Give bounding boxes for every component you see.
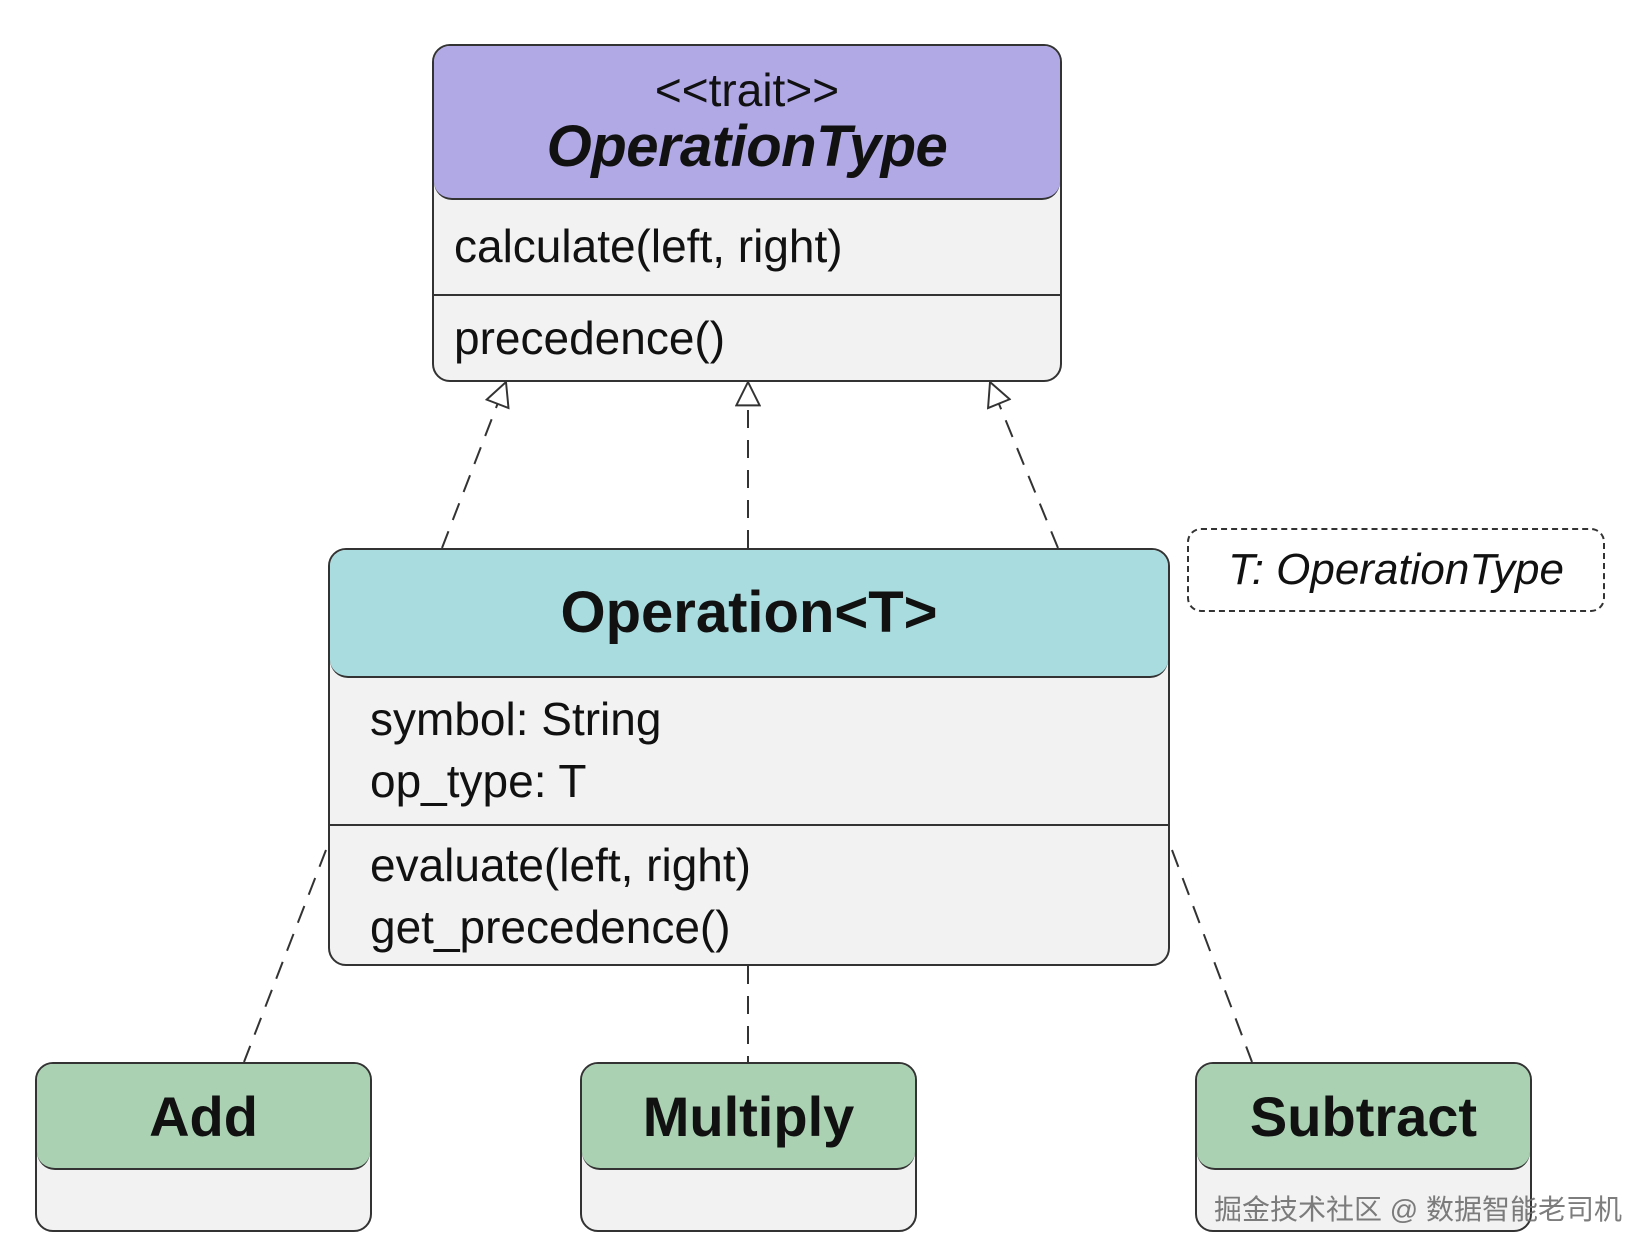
method-calculate: calculate(left, right) (454, 220, 843, 272)
add-class: Add (35, 1062, 372, 1232)
multiply-header: Multiply (582, 1064, 915, 1170)
operation-type-method-calculate: calculate(left, right) (434, 200, 1060, 294)
method-evaluate: evaluate(left, right) (370, 839, 751, 891)
operation-attributes: symbol: String op_type: T (330, 678, 1168, 824)
operation-type-class: <<trait>> OperationType calculate(left, … (432, 44, 1062, 382)
operation-methods: evaluate(left, right) get_precedence() (330, 824, 1168, 964)
dependency-line-subtract (1171, 849, 1253, 1063)
realization-arrow-left (441, 382, 506, 549)
method-precedence: precedence() (454, 312, 726, 364)
multiply-name: Multiply (642, 1084, 855, 1148)
dependency-line-add (243, 849, 327, 1063)
operation-header: Operation<T> (330, 550, 1168, 678)
subtract-header: Subtract (1197, 1064, 1530, 1170)
operation-class: Operation<T> symbol: String op_type: T e… (328, 548, 1170, 966)
trait-stereotype: <<trait>> (654, 64, 840, 116)
realization-arrow-right (990, 382, 1059, 549)
add-header: Add (37, 1064, 370, 1170)
operation-type-method-precedence: precedence() (434, 294, 1060, 380)
operation-name: Operation<T> (560, 580, 938, 645)
subtract-class: Subtract (1195, 1062, 1532, 1232)
multiply-class: Multiply (580, 1062, 917, 1232)
attribute-op-type: op_type: T (370, 755, 587, 807)
add-name: Add (149, 1084, 258, 1148)
method-get-precedence: get_precedence() (370, 901, 731, 953)
type-constraint-note: T: OperationType (1187, 528, 1605, 612)
subtract-name: Subtract (1249, 1084, 1478, 1148)
attribute-symbol: symbol: String (370, 693, 662, 745)
operation-type-header: <<trait>> OperationType (434, 46, 1060, 200)
watermark: 掘金技术社区 @ 数据智能老司机 (1214, 1194, 1622, 1225)
operation-type-name: OperationType (546, 114, 948, 179)
